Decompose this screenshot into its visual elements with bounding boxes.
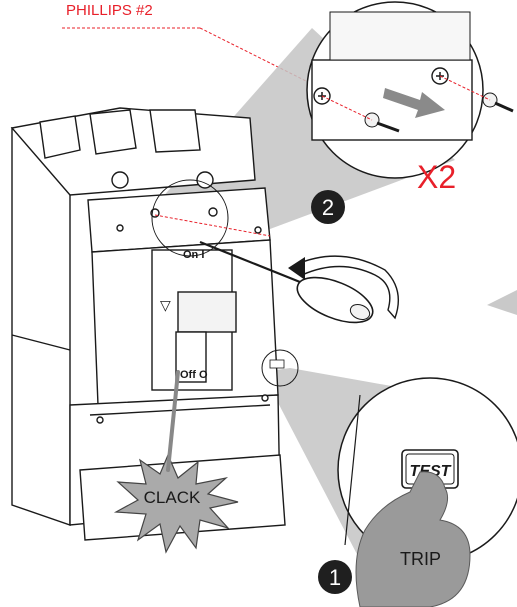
lower-seam [89,404,271,416]
cover-screw-d [254,226,262,234]
direction-arrow-icon: ▽ [160,297,171,313]
clack-leader [166,370,180,472]
zoom-detail-top [306,1,514,179]
clack-label: CLACK [144,488,201,507]
step-one-number: 1 [329,565,341,590]
breaker-side-panel [11,126,71,526]
cover-screw-c [208,207,218,217]
off-mark: Off O [180,369,208,381]
lower-screw-b [261,394,269,402]
terminal-1 [39,115,81,159]
breaker-handle [177,291,237,333]
screwdriver [199,240,374,324]
terminal-screw-2 [196,171,214,189]
pointing-hand-icon [355,471,471,607]
slide-arrow-icon [383,88,445,118]
multiplier-label: X2 [417,159,456,195]
terminal-screw-1 [111,171,129,189]
removed-screw-right [482,92,514,113]
screw-removal-leader [154,214,271,237]
lower-screw-a [96,416,104,424]
terminal-2 [89,109,137,155]
rotation-arrow-head [288,257,305,280]
trip-label: TRIP [400,549,441,569]
starburst-icon [113,453,239,554]
step-two-number: 2 [322,195,334,220]
rotation-arrow-icon [293,255,399,320]
side-seam [11,334,71,351]
terminal-3 [149,109,201,153]
zoom-target-circle [151,179,229,257]
test-zoom-target [261,349,299,387]
cover-screw-a [116,224,124,232]
on-mark: On I [183,249,204,261]
step-one-badge: 1 [318,560,352,594]
step-two-badge: 2 [311,190,345,224]
phillips-label: PHILLIPS #2 [66,2,153,19]
next-step-arrow-icon [487,290,517,315]
circuit-breaker: ▽ [10,107,286,541]
handle-stem [175,331,207,383]
